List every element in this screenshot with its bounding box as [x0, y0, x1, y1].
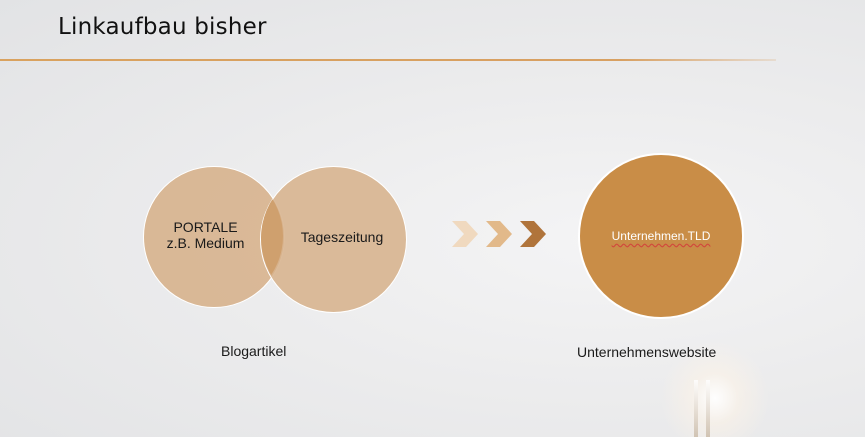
venn-circle-tageszeitung — [260, 166, 407, 313]
target-circle: Unternehmen.TLD — [578, 153, 744, 319]
chevron-right-icon — [520, 221, 546, 247]
slide-title: Linkaufbau bisher — [58, 14, 267, 40]
background-light-streak — [706, 380, 710, 437]
venn-left-line2: z.B. Medium — [166, 235, 245, 251]
chevron-right-icon — [452, 221, 478, 247]
background-light-streak — [694, 380, 698, 437]
chevron-right-icon — [486, 221, 512, 247]
target-caption: Unternehmenswebsite — [577, 344, 717, 360]
venn-caption: Blogartikel — [221, 343, 287, 359]
venn-right-text: Tageszeitung — [300, 229, 384, 245]
venn-left-line1: PORTALE — [173, 219, 238, 235]
background-glow — [660, 340, 770, 437]
chevron-arrows — [452, 221, 546, 247]
target-label: Unternehmen.TLD — [611, 229, 711, 243]
venn-left-text: PORTALE z.B. Medium — [148, 219, 263, 251]
title-underline — [0, 59, 776, 61]
